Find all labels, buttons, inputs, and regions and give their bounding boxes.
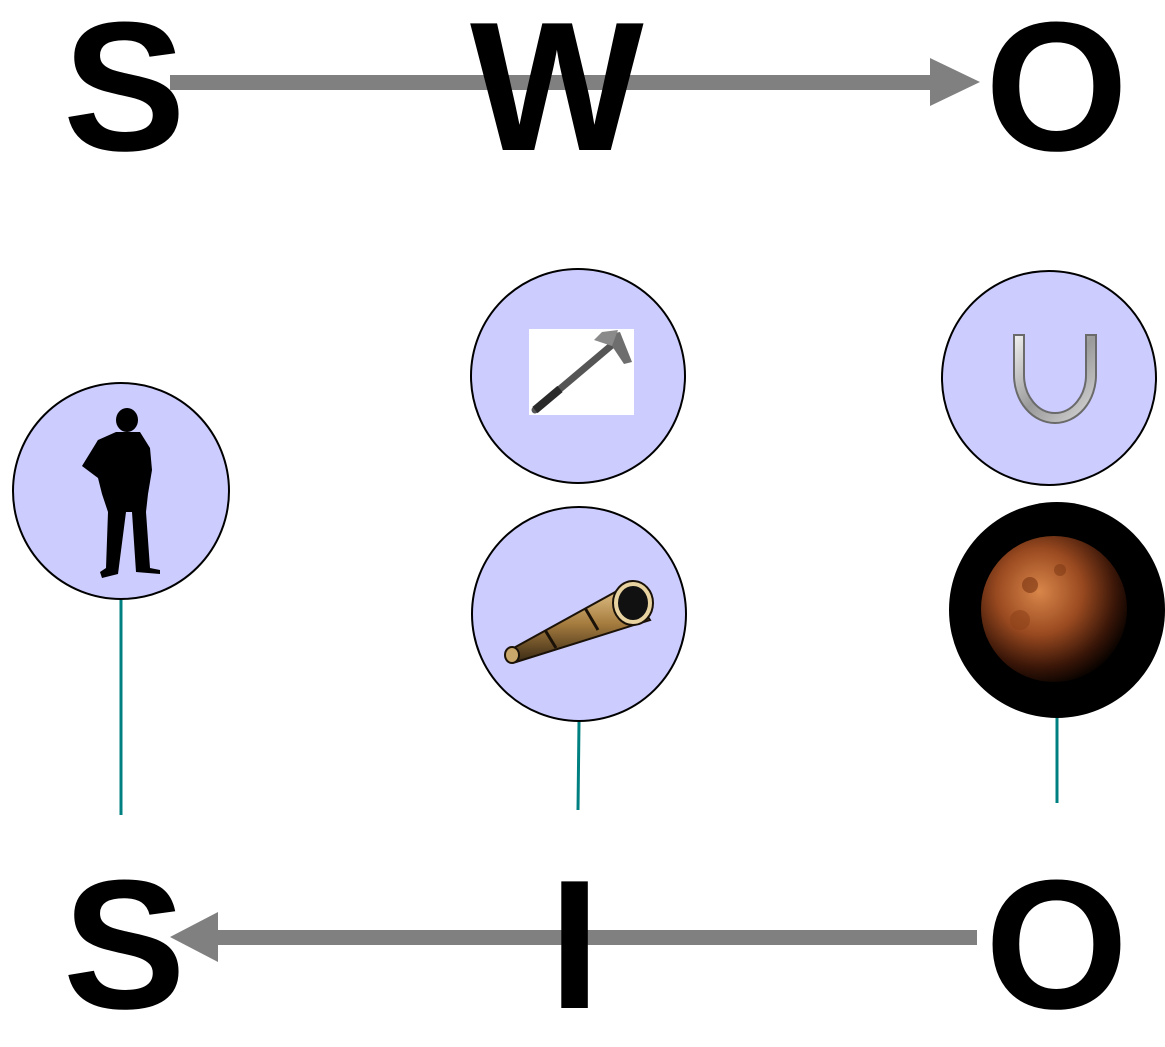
top-letter-2: W — [470, 0, 644, 189]
diagram-canvas — [12, 58, 1165, 962]
top-letter-1: S — [63, 0, 186, 189]
telescope-icon — [504, 580, 654, 664]
horseshoe-icon — [1013, 334, 1097, 424]
bottom-letter-3: O — [985, 841, 1129, 1047]
bottom-letter-1: S — [63, 841, 186, 1047]
bottom-flow-arrow — [170, 912, 977, 962]
telescope-node — [471, 506, 687, 722]
top-letter-3: O — [985, 0, 1129, 189]
moon-node — [949, 502, 1165, 718]
person-silhouette-icon — [82, 408, 160, 578]
horseshoe-node — [941, 270, 1157, 486]
connector-line-telescope — [576, 721, 581, 811]
moon-eclipse-icon — [981, 536, 1127, 682]
hammer-icon — [531, 330, 632, 414]
bottom-letter-2: I — [549, 841, 601, 1047]
hammer-node — [470, 268, 686, 484]
top-flow-arrow — [170, 58, 980, 106]
diagram-stage: S W O S I O — [12, 0, 1165, 1036]
person-node — [12, 382, 230, 600]
